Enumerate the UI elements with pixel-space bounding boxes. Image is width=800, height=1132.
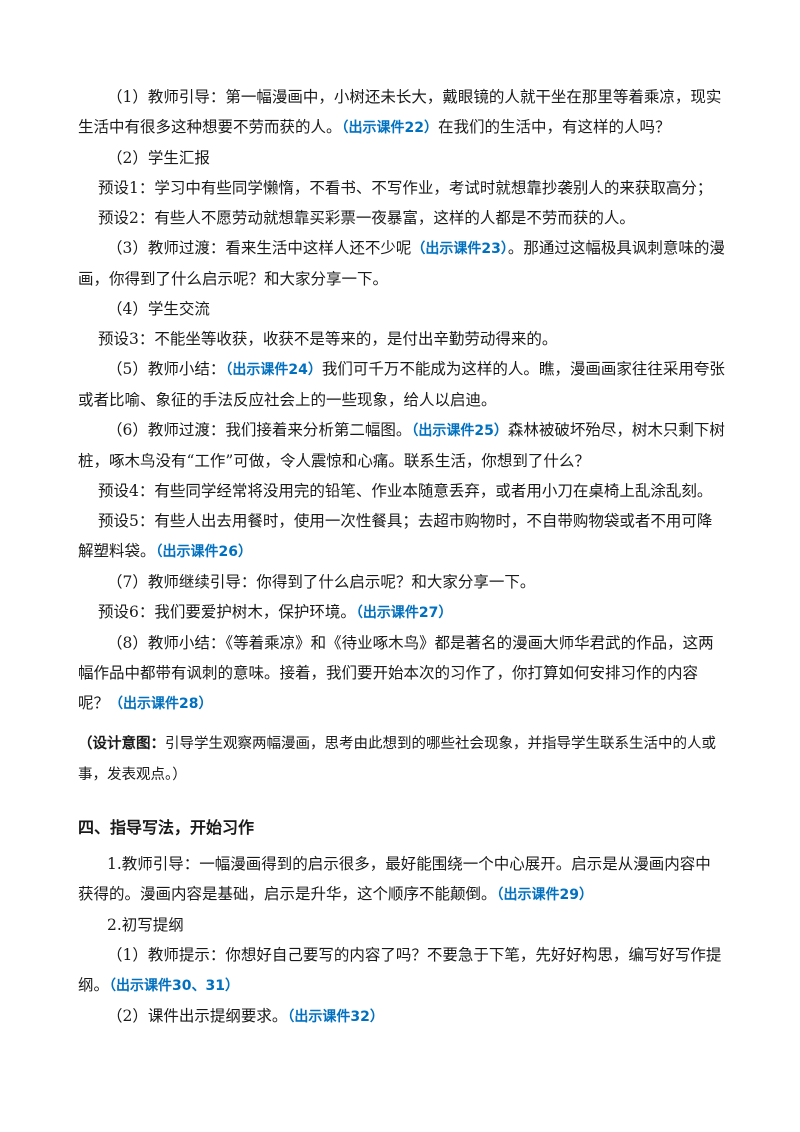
text: （3）教师过渡：看来生活中这样人还不少呢 (107, 239, 412, 257)
courseware-ref: （出示课件23） (411, 241, 508, 257)
paragraph-student-exchange: （4）学生交流 (107, 300, 210, 318)
paragraph-outline-requirements: （2）课件出示提纲要求。（出示课件32） (78, 1001, 726, 1032)
paragraph-teacher-guide-1: （1）教师引导：第一幅漫画中，小树还未长大，戴眼镜的人就干坐在那里等着乘凉，现实… (78, 82, 726, 143)
design-intent-text: 引导学生观察两幅漫画，思考由此想到的哪些社会现象，并指导学生联系生活中的人或事，… (78, 736, 716, 783)
text: （1）教师引导：第一幅漫画中，小树还未长大，戴眼镜的人就干坐在那里等着乘凉，现实… (78, 88, 722, 136)
paragraph-preset-1: 预设1：学习中有些同学懒惰，不看书、不写作业，考试时就想靠抄袭别人的来获取高分； (98, 179, 713, 197)
design-intent-note: （设计意图：引导学生观察两幅漫画，思考由此想到的哪些社会现象，并指导学生联系生活… (78, 729, 726, 791)
text: （8）教师小结：《等着乘凉》和《待业啄木鸟》都是著名的漫画大师华君武的作品，这两… (78, 634, 714, 712)
paragraph-teacher-guide-2: （7）教师继续引导：你得到了什么启示呢？和大家分享一下。 (107, 573, 536, 591)
courseware-ref: （出示课件27） (355, 605, 453, 621)
text: 1.教师引导：一幅漫画得到的启示很多，最好能围绕一个中心展开。启示是从漫画内容中… (78, 855, 711, 903)
paragraph-preset-5: 预设5：有些人出去用餐时，使用一次性餐具；去超市购物时，不自带购物袋或者不用可降… (78, 506, 726, 567)
paragraph-preset-4: 预设4：有些同学经常将没用完的铅笔、作业本随意丢弃，或者用小刀在桌椅上乱涂乱刻。 (98, 482, 713, 500)
text: 。那通过这幅极具讽刺意味的漫画，你得到了什么启示呢？和大家分享一下。 (78, 239, 725, 288)
courseware-ref: （出示课件24） (225, 362, 322, 378)
courseware-ref: （出示课件30、31） (109, 978, 239, 994)
text: 预设5：有些人出去用餐时，使用一次性餐具；去超市购物时，不自带购物袋或者不用可降… (78, 512, 713, 560)
paragraph-preset-2: 预设2：有些人不愿劳动就想靠买彩票一夜暴富，这样的人都是不劳而获的人。 (98, 209, 635, 227)
text: 预设6：我们要爱护树木，保护环境。 (98, 603, 356, 621)
text: （6）教师过渡：我们接着来分析第二幅图。 (107, 421, 412, 439)
courseware-ref: （出示课件32） (287, 1009, 384, 1025)
text: 我们可千万不能成为这样的人。瞧，漫画画家往往采用夸张或者比喻、象征的手法反应社会… (78, 360, 725, 409)
text: （2）课件出示提纲要求。 (107, 1007, 288, 1025)
paragraph-teacher-transition-1: （3）教师过渡：看来生活中这样人还不少呢（出示课件23）。那通过这幅极具讽刺意味… (78, 233, 726, 294)
text: 在我们的生活中，有这样的人吗？ (438, 118, 671, 136)
section-heading: 四、指导写法，开始习作 (78, 818, 255, 837)
courseware-ref: （出示课件28） (109, 696, 213, 712)
courseware-ref: （出示课件22） (341, 120, 438, 136)
text: （5）教师小结： (107, 360, 226, 378)
paragraph-teacher-transition-2: （6）教师过渡：我们接着来分析第二幅图。（出示课件25）森林被破坏殆尽，树木只剩… (78, 415, 726, 476)
paragraph-writing-guide: 1.教师引导：一幅漫画得到的启示很多，最好能围绕一个中心展开。启示是从漫画内容中… (78, 849, 726, 910)
paragraph-preset-6: 预设6：我们要爱护树木，保护环境。（出示课件27） (78, 597, 726, 628)
courseware-ref: （出示课件25） (411, 423, 508, 439)
paragraph-teacher-summary-2: （8）教师小结：《等着乘凉》和《待业啄木鸟》都是著名的漫画大师华君武的作品，这两… (78, 628, 726, 719)
document-body: （1）教师引导：第一幅漫画中，小树还未长大，戴眼镜的人就干坐在那里等着乘凉，现实… (78, 82, 726, 1032)
design-intent-label: （设计意图： (78, 736, 165, 752)
paragraph-student-report: （2）学生汇报 (107, 149, 210, 167)
paragraph-outline-title: 2.初写提纲 (107, 916, 184, 934)
courseware-ref: （出示课件29） (496, 887, 593, 903)
paragraph-teacher-summary-1: （5）教师小结：（出示课件24）我们可千万不能成为这样的人。瞧，漫画画家往往采用… (78, 354, 726, 415)
paragraph-preset-3: 预设3：不能坐等收获，收获不是等来的，是付出辛勤劳动得来的。 (98, 330, 558, 348)
text: （1）教师提示：你想好自己要写的内容了吗？不要急于下笔，先好好构思，编写好写作提… (78, 946, 722, 994)
courseware-ref: （出示课件26） (155, 544, 252, 560)
text: 森林被破坏殆尽，树木只剩下树桩，啄木鸟没有“工作”可做，令人震惊和心痛。联系生活… (78, 421, 725, 470)
paragraph-teacher-hint: （1）教师提示：你想好自己要写的内容了吗？不要急于下笔，先好好构思，编写好写作提… (78, 940, 726, 1001)
